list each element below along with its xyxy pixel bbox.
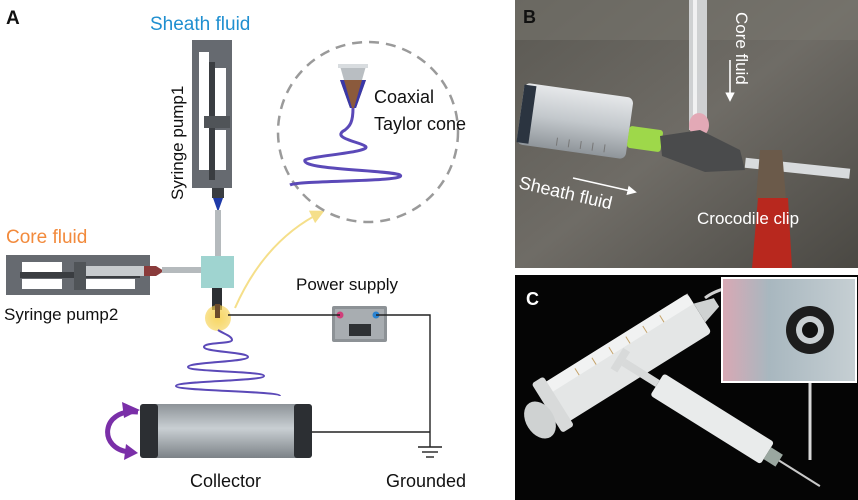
pump2-tube bbox=[162, 267, 202, 273]
coaxial-junction bbox=[201, 256, 234, 288]
pump1-tube bbox=[215, 210, 221, 258]
electrospun-jet bbox=[174, 329, 281, 397]
callout-arrow bbox=[234, 210, 325, 309]
crocodile-clip bbox=[752, 150, 792, 268]
rotation-arrow-icon bbox=[105, 402, 140, 460]
crocodile-clip-label: Crocodile clip bbox=[697, 209, 799, 228]
core-fluid-label-b: Core fluid bbox=[732, 12, 751, 85]
syringe-pump2 bbox=[6, 255, 164, 295]
core-fluid-label: Core fluid bbox=[6, 227, 87, 248]
panel-b: B Core fluid Sheath fluid Crocodile clip bbox=[515, 0, 858, 268]
coaxial-label: Coaxial bbox=[374, 87, 434, 107]
power-supply bbox=[332, 306, 387, 342]
spinneret-needle bbox=[212, 288, 222, 310]
syringe-pump1-label: Syringe pump1 bbox=[168, 86, 187, 200]
power-supply-label: Power supply bbox=[296, 275, 399, 294]
panel-c-letter: C bbox=[526, 289, 539, 309]
syringe-barrel-b bbox=[516, 83, 634, 159]
sheath-flow-arrow bbox=[572, 177, 637, 195]
pump1-nozzle bbox=[213, 198, 223, 212]
zoom-circle bbox=[276, 40, 460, 224]
luer-connector bbox=[627, 126, 663, 152]
small-syringe bbox=[610, 347, 821, 487]
large-syringe bbox=[532, 293, 720, 432]
panel-b-letter: B bbox=[523, 7, 536, 27]
pump2-nozzle bbox=[144, 266, 164, 276]
collector-label: Collector bbox=[190, 471, 261, 491]
ground-icon bbox=[418, 446, 442, 458]
syringe-pump1 bbox=[192, 40, 232, 212]
coaxial-needle-inset bbox=[721, 277, 857, 383]
sheath-fluid-label: Sheath fluid bbox=[150, 14, 250, 35]
syringe-pump2-label: Syringe pump2 bbox=[4, 305, 118, 324]
collector-roller bbox=[140, 404, 312, 458]
coaxial-taylor-cone bbox=[289, 64, 402, 187]
panel-a-letter: A bbox=[6, 8, 20, 29]
core-fluid-tube bbox=[689, 0, 707, 130]
grounded-label: Grounded bbox=[386, 471, 466, 491]
taylor-cone-label: Taylor cone bbox=[374, 114, 466, 134]
panel-a: A Sheath fluid Syringe pump1 Core fluid bbox=[4, 8, 466, 491]
wire-to-ground bbox=[376, 314, 431, 447]
taped-junction bbox=[660, 130, 745, 172]
panel-c: C bbox=[515, 275, 858, 500]
